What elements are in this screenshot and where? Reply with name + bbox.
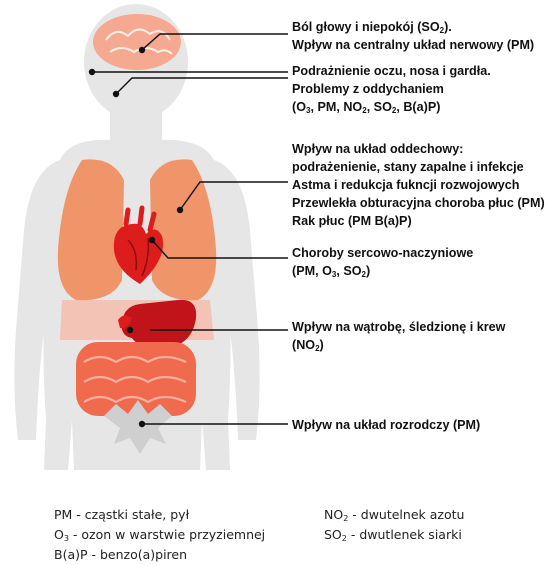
legend-no2: NO2 - dwutelnek azotu [324,505,464,525]
brain-organ [93,14,181,70]
eyes-label-line-2: Problemy z oddychaniem [292,80,491,98]
eyes-label-line-3: (O3, PM, NO2, SO2, B(a)P) [292,98,491,116]
legend-left: PM - cząstki stałe, pył O3 - ozon w wars… [54,505,265,565]
liver-label-line-1: Wpływ na wątrobę, śledzionę i krew [292,318,505,336]
heart-label: Choroby sercowo-naczyniowe (PM, O3, SO2) [292,244,473,280]
brain-dot [139,47,145,53]
liver-label-line-2: (NO2) [292,336,505,354]
brain-label-line-2: Wpływ na centralny układ nerwowy (PM) [292,36,534,54]
lungs-label-line-3: Astma i redukcja fukncji rozwojowych [292,176,545,194]
heart-label-line-1: Choroby sercowo-naczyniowe [292,244,473,262]
heart-label-line-2: (PM, O3, SO2) [292,262,473,280]
reproductive-label: Wpływ na układ rozrodczy (PM) [292,416,480,434]
lungs-label-line-4: Przewlekła obturacyjna choroba płuc (PM) [292,194,545,212]
legend-pm: PM - cząstki stałe, pył [54,505,265,525]
eyes-label: Podrażnienie oczu, nosa i gardła. Proble… [292,62,491,116]
legend-bap: B(a)P - benzo(a)piren [54,545,265,565]
brain-label-line-1: Ból głowy i niepokój (SO2). [292,18,534,36]
lungs-label-line-5: Rak płuc (PM B(a)P) [292,212,545,230]
legend-right: NO2 - dwutelnek azotu SO2 - dwutlenek si… [324,505,464,545]
lungs-dot [177,207,183,213]
reproductive-dot [139,421,145,427]
reproductive-label-line-1: Wpływ na układ rozrodczy (PM) [292,416,480,434]
heart-dot [149,237,155,243]
liver-dot [127,327,133,333]
lungs-label-line-1: Wpływ na układ oddechowy: [292,140,545,158]
lungs-label-line-2: podrażenienie, stany zapalne i infekcje [292,158,545,176]
legend-o3: O3 - ozon w warstwie przyziemnej [54,525,265,545]
brain-label: Ból głowy i niepokój (SO2). Wpływ na cen… [292,18,534,54]
eyes-dot [89,69,95,75]
eyes-label-line-1: Podrażnienie oczu, nosa i gardła. [292,62,491,80]
liver-label: Wpływ na wątrobę, śledzionę i krew (NO2) [292,318,505,354]
lungs-label: Wpływ na układ oddechowy: podrażenienie,… [292,140,545,230]
throat-dot [113,91,119,97]
legend-so2: SO2 - dwutlenek siarki [324,525,464,545]
